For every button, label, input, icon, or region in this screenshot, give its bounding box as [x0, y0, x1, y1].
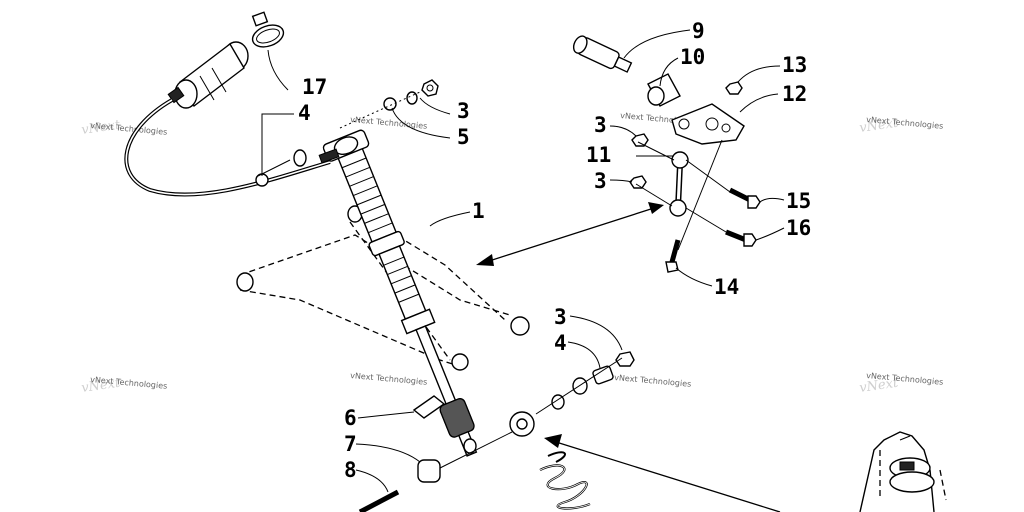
- arm-part-12: [671, 103, 745, 145]
- partial-shock-bottom-right: [859, 431, 947, 512]
- link-rod-part-11: [669, 151, 689, 217]
- callout-labels: 17 4 3 5 9 10 13 12 3 11 3 15 16 1 14 3 …: [298, 19, 811, 482]
- callout-7: 7: [344, 432, 357, 456]
- spacer-part-7: [417, 459, 441, 483]
- linkage-assembly: [572, 35, 761, 273]
- callout-12: 12: [782, 82, 807, 106]
- watermark-text: vNext Technologies: [350, 371, 428, 387]
- shock-absorber-part-1: [322, 129, 478, 457]
- pivot-shaft-part-9: [572, 35, 633, 73]
- connection-arrow-lower: [544, 434, 781, 512]
- callout-3-linkage-lower: 3: [594, 169, 607, 193]
- leader-lines: [261, 29, 785, 493]
- reservoir-part-17: [167, 41, 249, 109]
- bolt-part-15: [728, 187, 761, 209]
- callout-17: 17: [302, 75, 327, 99]
- callout-15: 15: [786, 189, 811, 213]
- callout-1: 1: [472, 199, 485, 223]
- svg-text:vNext: vNext: [80, 376, 121, 396]
- bolt-part-16: [725, 229, 757, 247]
- nut-part-3-lower: [629, 175, 647, 189]
- nut-part-3-bottom: [615, 351, 635, 367]
- svg-text:vNext: vNext: [858, 376, 899, 396]
- upper-mount-hardware: [255, 79, 439, 187]
- callout-9: 9: [692, 19, 705, 43]
- nut-part-3-upper: [631, 133, 649, 147]
- svg-text:vNext: vNext: [80, 118, 121, 138]
- callout-10: 10: [680, 45, 705, 69]
- bolt-part-14: [665, 239, 681, 273]
- callout-3-linkage-upper: 3: [594, 113, 607, 137]
- callout-14: 14: [714, 275, 739, 299]
- callout-13: 13: [782, 53, 807, 77]
- callout-5: 5: [457, 125, 470, 149]
- callout-16: 16: [786, 216, 811, 240]
- callout-8: 8: [344, 458, 357, 482]
- callout-11: 11: [586, 143, 611, 167]
- lower-mount-hardware: [358, 351, 635, 512]
- callout-4-lower: 4: [554, 331, 567, 355]
- svg-text:vNext: vNext: [858, 116, 899, 136]
- callout-3-lower: 3: [554, 305, 567, 329]
- watermark-text: vNext Technologies: [614, 373, 692, 389]
- bump-stop-part-6: [412, 395, 446, 419]
- callout-3-upper-left: 3: [457, 99, 470, 123]
- watermark-text: vNext Technologies: [350, 115, 428, 131]
- nut-part-13: [725, 81, 743, 95]
- lower-body-ribs: [383, 256, 420, 303]
- coil-spring: [539, 451, 591, 510]
- sleeve-part-4: [592, 365, 614, 385]
- connection-arrow-upper: [476, 202, 664, 266]
- bushing-part-10: [647, 73, 681, 107]
- bolt-part-8: [358, 489, 400, 512]
- callout-6: 6: [344, 406, 357, 430]
- hose-clamp: [251, 11, 285, 48]
- callout-4-upper: 4: [298, 101, 311, 125]
- shock-body-ribs: [341, 157, 393, 234]
